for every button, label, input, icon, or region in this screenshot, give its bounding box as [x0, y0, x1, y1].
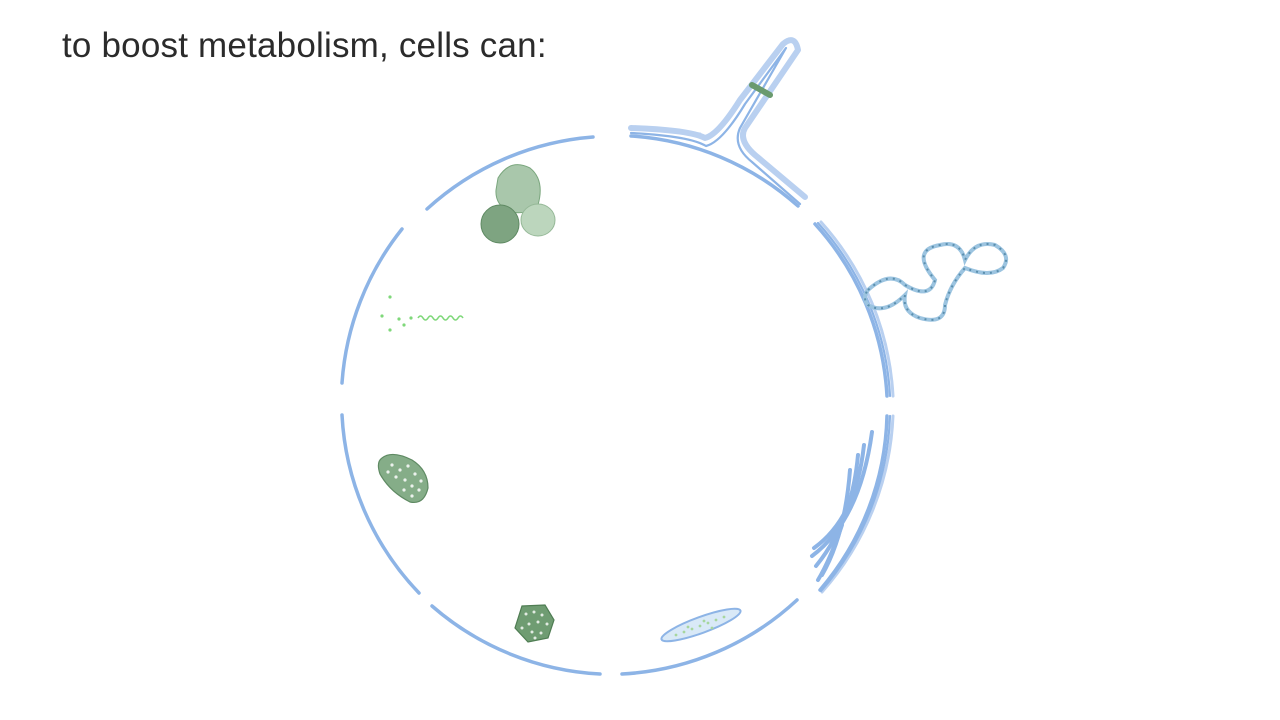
granule: [386, 470, 390, 474]
particle: [402, 323, 406, 327]
vesicle-particle: [686, 625, 690, 629]
granule: [533, 636, 537, 640]
granule: [419, 479, 423, 483]
granules-bottom: [520, 610, 549, 640]
stack-1: [810, 430, 874, 558]
membrane-segment-bottom-left: [430, 604, 602, 676]
vesicle-particle: [698, 624, 702, 628]
granule: [394, 475, 398, 479]
vesicle-particles: [674, 615, 726, 637]
vesicle-particle: [710, 626, 714, 630]
vesicle-particle: [690, 627, 694, 631]
elongated-vesicle: [660, 607, 742, 643]
plasmid-chain: [863, 242, 1009, 322]
particle: [388, 295, 392, 299]
particles: [380, 295, 413, 332]
vesicle-particle: [706, 621, 710, 625]
granule: [545, 622, 549, 626]
cell-projection: [628, 37, 808, 206]
granular-organelle-left-body: [377, 453, 429, 504]
particle: [397, 317, 401, 321]
vesicle-particle: [682, 630, 686, 634]
vesicle-particle: [722, 615, 726, 619]
projection-inner: [629, 46, 802, 206]
granule: [413, 472, 417, 476]
plasmid-loop: [863, 242, 1009, 322]
cell-membrane: [340, 134, 889, 676]
granule: [540, 613, 544, 617]
particle: [409, 316, 413, 320]
vesicle-particle: [674, 633, 678, 637]
membrane-segment-lower-left: [340, 413, 421, 595]
vesicle-particle: [714, 618, 718, 622]
granular-organelle-left: [377, 453, 429, 504]
granular-organelle-bottom: [514, 604, 555, 643]
granule: [536, 620, 540, 624]
projection-band: [749, 82, 773, 98]
particle: [380, 314, 384, 318]
granule: [532, 610, 536, 614]
granule: [524, 612, 528, 616]
outer-layer-right-lower-1: [820, 414, 895, 594]
projection-outer: [628, 37, 808, 200]
membrane-segment-upper-left: [340, 227, 404, 385]
droplet-dark: [480, 204, 520, 244]
granule: [539, 631, 543, 635]
stacked-membranes: [810, 430, 874, 582]
vesicle-particle: [702, 619, 706, 623]
slide-title: to boost metabolism, cells can:: [62, 26, 547, 65]
granule: [410, 484, 414, 488]
granule: [530, 630, 534, 634]
stack-5: [816, 523, 844, 582]
granule: [520, 626, 524, 630]
granule: [403, 478, 407, 482]
membrane-segment-top-left: [425, 135, 595, 211]
membrane-segment-top-right: [629, 134, 800, 208]
granule: [410, 494, 414, 498]
granule: [417, 488, 421, 492]
granule: [406, 464, 410, 468]
droplet-light: [520, 203, 556, 237]
particle: [388, 328, 392, 332]
outer-layer-right-upper-1: [819, 220, 895, 398]
granules-left: [386, 463, 423, 498]
outer-membrane-layers: [629, 126, 895, 594]
granule: [402, 488, 406, 492]
granule: [398, 468, 402, 472]
granule: [527, 622, 531, 626]
membrane-segment-bottom-right: [620, 598, 799, 676]
plasmid-dots: [864, 243, 1008, 321]
middle-layer-right-lower: [819, 414, 892, 593]
elongated-vesicle-body: [660, 607, 742, 643]
granule: [390, 463, 394, 467]
droplet-cluster: [480, 164, 556, 244]
wavy-filament: [417, 315, 464, 321]
membrane-segment-right-lower: [818, 414, 889, 592]
